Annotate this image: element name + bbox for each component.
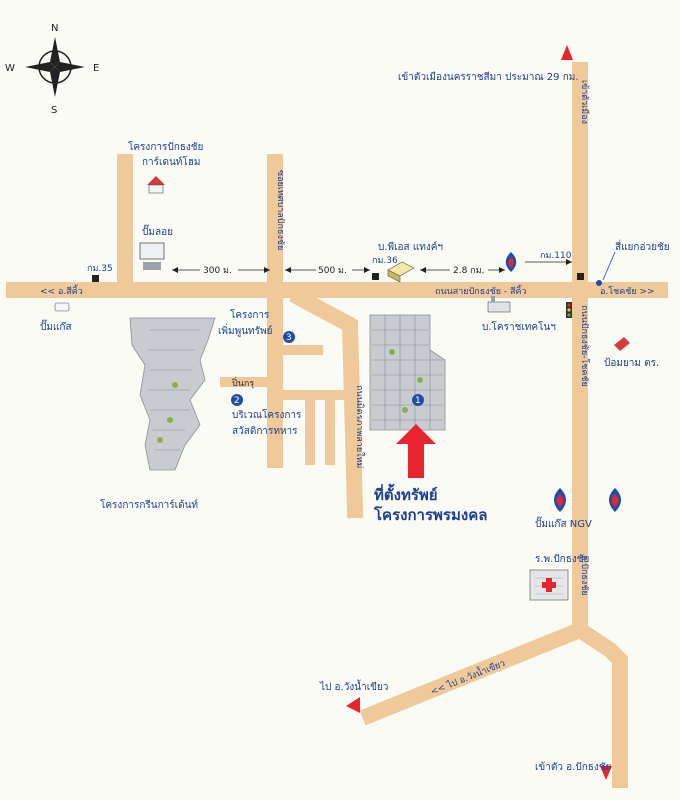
label-proj-add1: โครงการ <box>230 308 270 321</box>
label-proj-top2: การ์เดนท์โฮม <box>142 155 200 168</box>
label-proj-top: โครงการปักธงชัย <box>128 140 203 153</box>
location-arrow-icon <box>396 424 436 478</box>
distance-28: 2.8 กม. <box>420 264 505 276</box>
label-loc2: โครงการพรมงคล <box>373 505 487 524</box>
label-road-v2: ถนนมิตรภาพสายใหม่ <box>354 385 365 468</box>
distance-500: 500 ม. <box>285 264 370 276</box>
label-fork: ปิ่นกรุ <box>232 376 254 389</box>
label-road-main: ถนนสายปักธงชัย - สีคิ้ว <box>435 284 527 297</box>
label-road-v5: อ.ปักธงชัย <box>579 555 589 596</box>
label-dist300: 300 ม. <box>203 266 232 276</box>
distance-110 <box>525 259 572 265</box>
road-east-south <box>568 618 628 788</box>
compass-w: W <box>5 63 15 74</box>
marker-2-icon <box>231 394 243 406</box>
police-booth-icon <box>614 337 630 351</box>
traffic-light-icon <box>566 302 572 318</box>
label-km36: กม.36 <box>372 256 398 266</box>
plot-green-garden <box>129 317 216 471</box>
arrow-north-icon <box>561 45 573 60</box>
hospital-icon <box>529 569 569 601</box>
label-intersection: สี่แยกอ่วยชัย <box>615 239 670 253</box>
arrow-south-icon <box>600 766 612 780</box>
km-marker-icon <box>92 275 99 282</box>
house-icon <box>147 176 165 194</box>
label-pump-ptt: ป้อมยาม ตร. <box>604 357 659 369</box>
label-loc1: ที่ตั้งทรัพย์ <box>374 483 438 504</box>
label-dist500: 500 ม. <box>318 266 347 276</box>
label-to-pakthongchai: เข้าตัว อ.ปักธงชัย <box>535 761 611 773</box>
label-dist28: 2.8 กม. <box>453 266 484 276</box>
compass-n: N <box>51 23 58 34</box>
ptt-ngv-icon <box>553 488 567 512</box>
intersection-marker-icon <box>596 280 602 286</box>
gas-station-icon <box>139 242 165 270</box>
plot-promongkol <box>369 314 446 431</box>
arrow-west-icon <box>346 697 360 713</box>
compass-e: E <box>93 63 99 74</box>
marker-3-icon <box>283 331 295 343</box>
label-num3: 3 <box>286 333 292 343</box>
label-proj-welfare2: สวัสดิการทหาร <box>232 426 298 437</box>
label-num1: 1 <box>415 396 421 406</box>
label-pump-gas: ปั๊มแก๊ส <box>40 319 72 333</box>
label-ngv: ปั๊มแก๊ส NGV <box>535 516 592 530</box>
label-korat-tech: บ.โคราชเทคโนฯ <box>482 320 556 333</box>
factory-icon <box>387 261 415 283</box>
label-to-wangnamkhiao2: ไป อ.วังน้ำเขียว <box>319 679 388 693</box>
label-road-v4: ถนนปักธงชัย-โชคชัย <box>579 305 590 387</box>
label-proj-add2: เพิ่มพูนทรัพย์ <box>218 323 272 337</box>
compass-s: S <box>51 105 57 116</box>
road-diagonal <box>289 287 364 519</box>
label-road-v3: เข้าตัวเมือง <box>579 80 590 124</box>
km-marker-icon-2 <box>372 273 379 280</box>
road-wangnamkhiao <box>359 619 591 726</box>
marker-1-icon <box>412 394 424 406</box>
label-km110: กม.110 <box>540 251 572 261</box>
label-right-chokchai: อ.โชคชัย >> <box>600 286 655 297</box>
distance-300: 300 ม. <box>172 264 270 276</box>
label-num2: 2 <box>234 396 240 406</box>
label-bpieas: บ.พีเอส แทงค์ฯ <box>378 241 443 253</box>
roads <box>6 62 668 788</box>
label-green-garden: โครงการกรีนการ์เด้นท์ <box>100 498 198 511</box>
label-left-sikhio: << อ.สีคิ้ว <box>40 284 83 297</box>
ptt-logo-icon <box>505 252 517 272</box>
ptt-logo-icon-2 <box>608 488 622 512</box>
label-road-v1: ซอยเทศบาลปักธงชัย <box>275 170 285 250</box>
compass-icon: N S E W <box>5 23 99 116</box>
building-icon <box>487 296 511 313</box>
gas-tank-icon <box>54 302 70 312</box>
label-pump-loi: ปั๊มลอย <box>142 224 173 238</box>
label-to-city: เข้าตัวเมืองนครราชสีมา ประมาณ 29 กม. <box>398 71 579 83</box>
label-hospital: ร.พ.ปักธงชัย <box>535 554 589 565</box>
label-km35: กม.35 <box>87 264 113 274</box>
label-proj-welfare1: บริเวณโครงการ <box>232 408 302 421</box>
km-marker-icon-3 <box>577 273 584 280</box>
label-to-wangnamkhiao: << ไป อ.วังน้ำเขียว <box>428 656 507 698</box>
